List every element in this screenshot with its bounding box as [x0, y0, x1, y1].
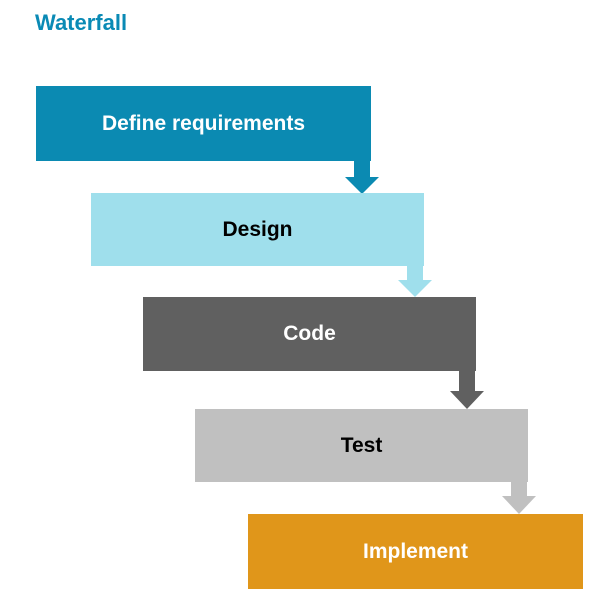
step-label: Code	[283, 322, 336, 345]
step-implement: Implement	[248, 514, 583, 589]
step-design: Design	[91, 193, 424, 266]
step-test: Test	[195, 409, 528, 482]
step-label: Define requirements	[101, 111, 306, 135]
step-label: Implement	[362, 539, 469, 563]
step-label: Design	[222, 217, 293, 241]
arrow-design-to-code	[398, 265, 432, 297]
step-label: Test	[340, 433, 383, 457]
arrow-define-to-design	[345, 160, 379, 194]
diagram-title: Waterfall	[35, 10, 128, 35]
step-code: Code	[143, 297, 476, 371]
step-define-requirements: Define requirements	[36, 86, 371, 161]
